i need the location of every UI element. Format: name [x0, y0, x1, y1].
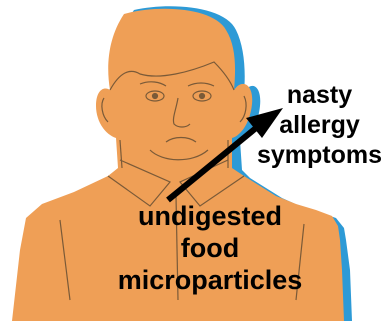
cause-label: undigested food microparticles — [95, 200, 325, 296]
symptoms-line-2: allergy — [248, 110, 391, 140]
cause-line-1: undigested — [95, 200, 325, 232]
symptoms-line-1: nasty — [248, 80, 391, 110]
cause-line-3: microparticles — [95, 264, 325, 296]
symptoms-line-3: symptoms — [248, 140, 391, 170]
symptoms-label: nasty allergy symptoms — [248, 80, 391, 170]
cause-line-2: food — [95, 232, 325, 264]
